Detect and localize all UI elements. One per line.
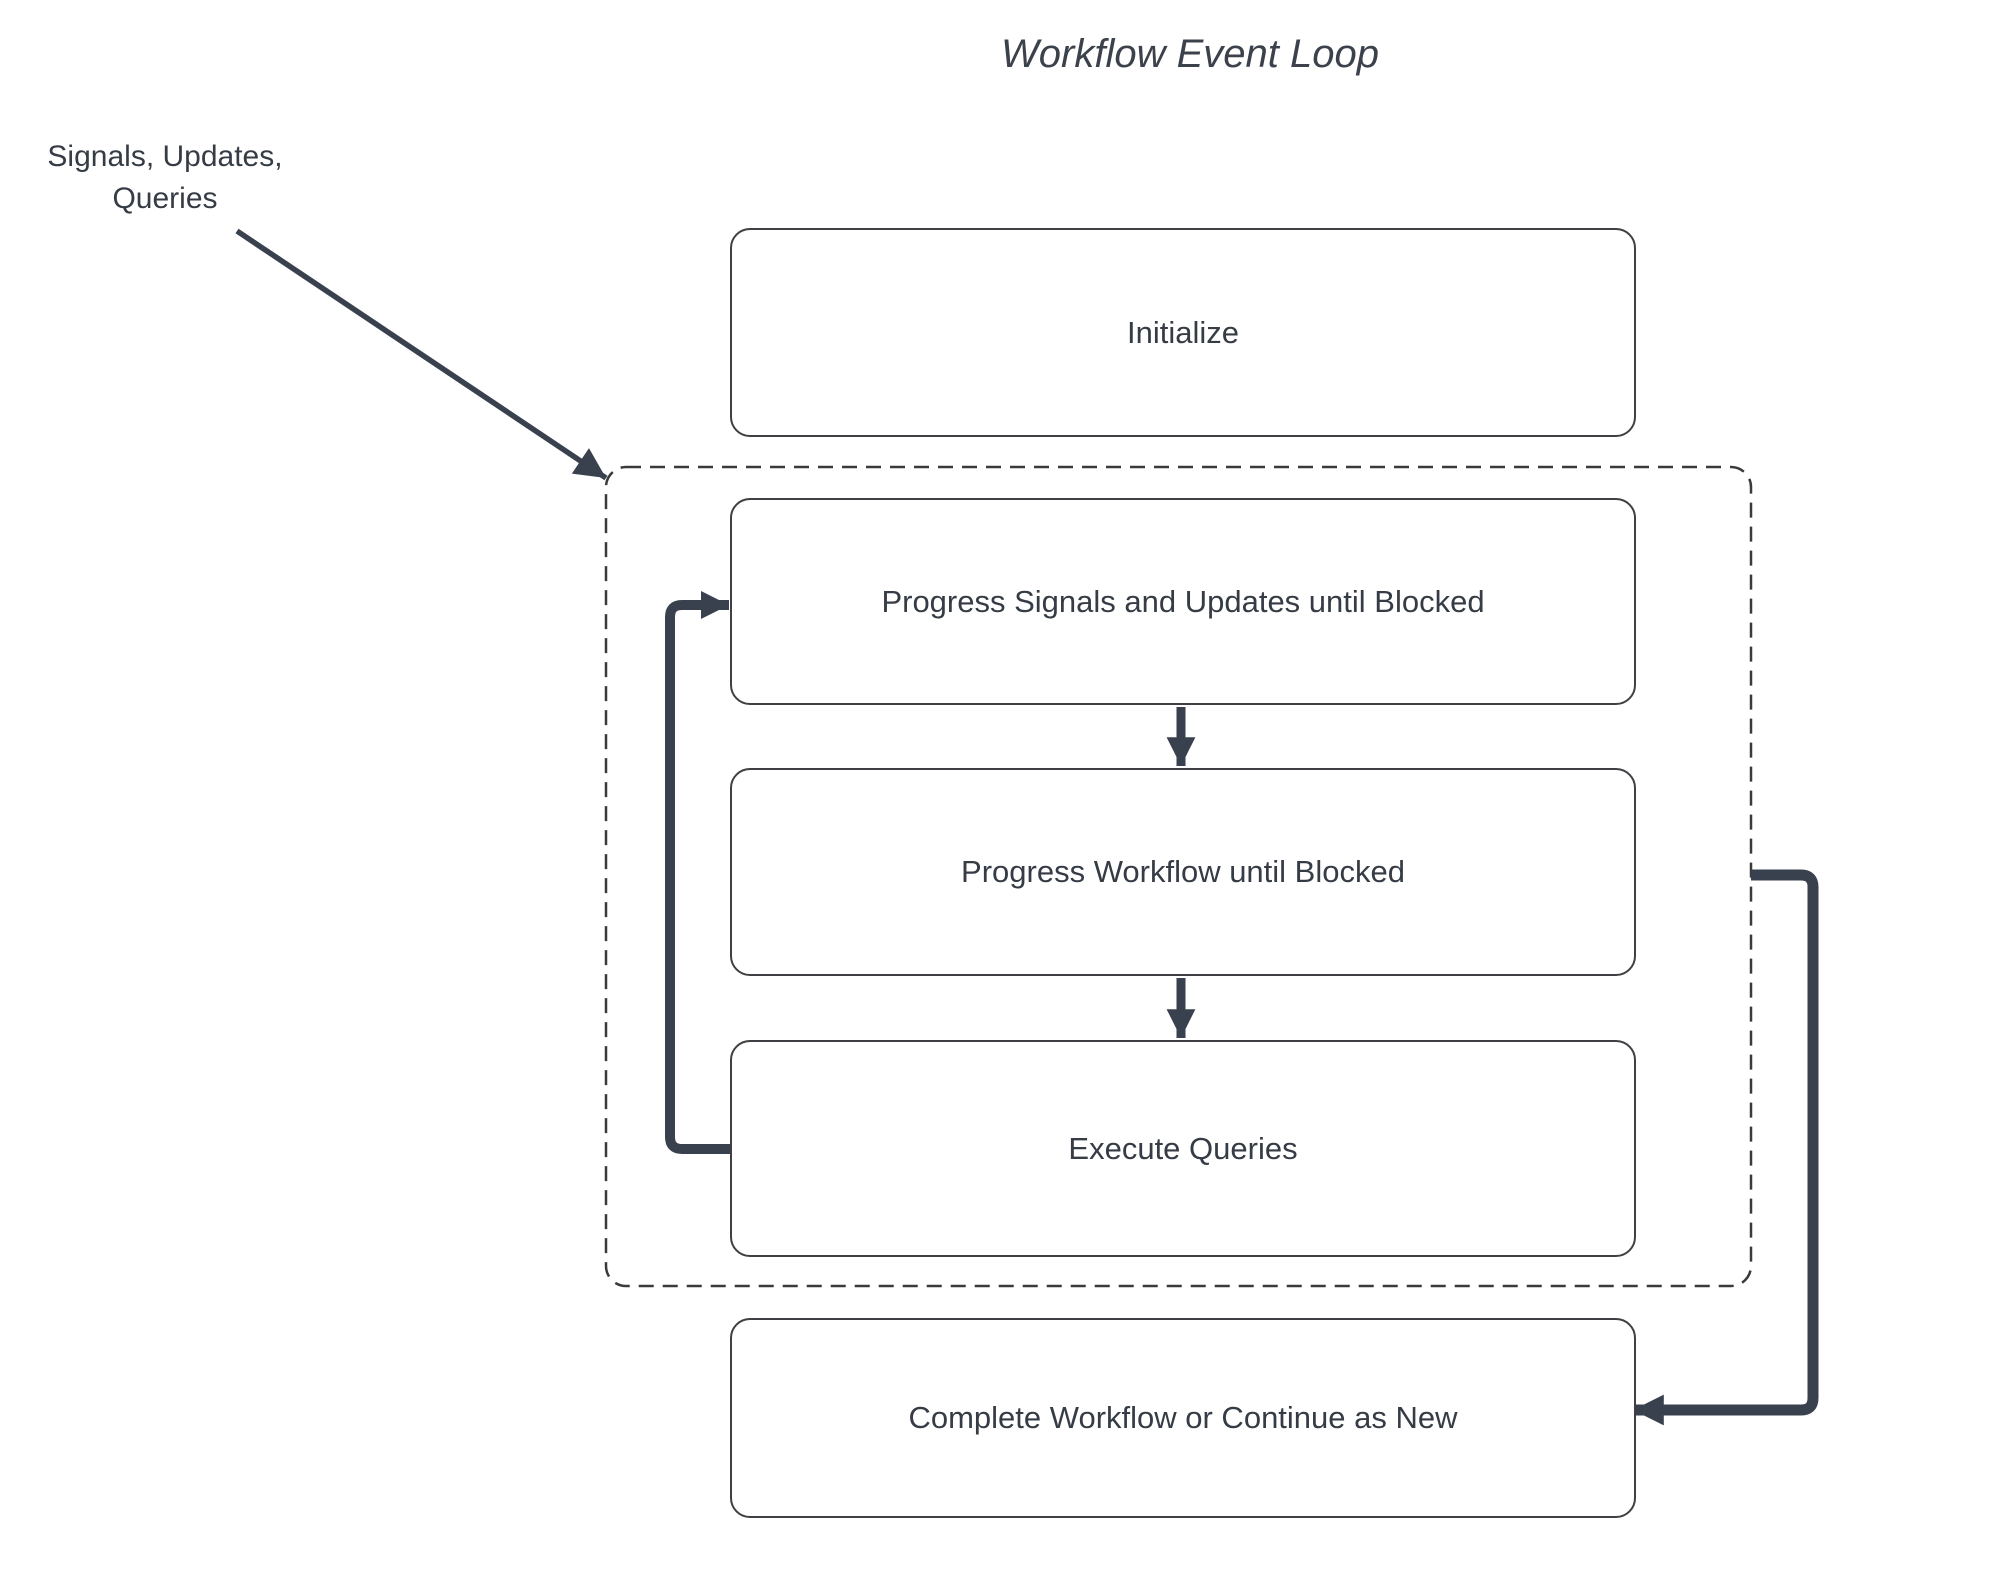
- node-progress-signals: Progress Signals and Updates until Block…: [730, 498, 1636, 705]
- diagram-title: Workflow Event Loop: [1001, 32, 1379, 76]
- node-progress-workflow-label: Progress Workflow until Blocked: [961, 854, 1405, 889]
- node-execute-queries: Execute Queries: [730, 1040, 1636, 1257]
- node-complete-workflow: Complete Workflow or Continue as New: [730, 1318, 1636, 1518]
- node-progress-signals-label: Progress Signals and Updates until Block…: [881, 583, 1485, 619]
- signals-input-arrow: [235, 228, 608, 481]
- ext-label-line1: Signals, Updates,: [47, 140, 283, 173]
- signals-updates-queries-label: Signals, Updates, Queries: [15, 136, 315, 220]
- node-execute-queries-label: Execute Queries: [1068, 1130, 1298, 1166]
- execute-queries-loop-back-arrow: [665, 591, 731, 1154]
- node-complete-workflow-label: Complete Workflow or Continue as New: [908, 1400, 1458, 1435]
- node-initialize: Initialize: [730, 228, 1636, 437]
- node-progress-workflow: Progress Workflow until Blocked: [730, 768, 1636, 976]
- ext-label-line2: Queries: [112, 182, 218, 215]
- event-loop-to-complete-arrow: [1633, 869, 1819, 1426]
- node-initialize-label: Initialize: [1127, 314, 1239, 350]
